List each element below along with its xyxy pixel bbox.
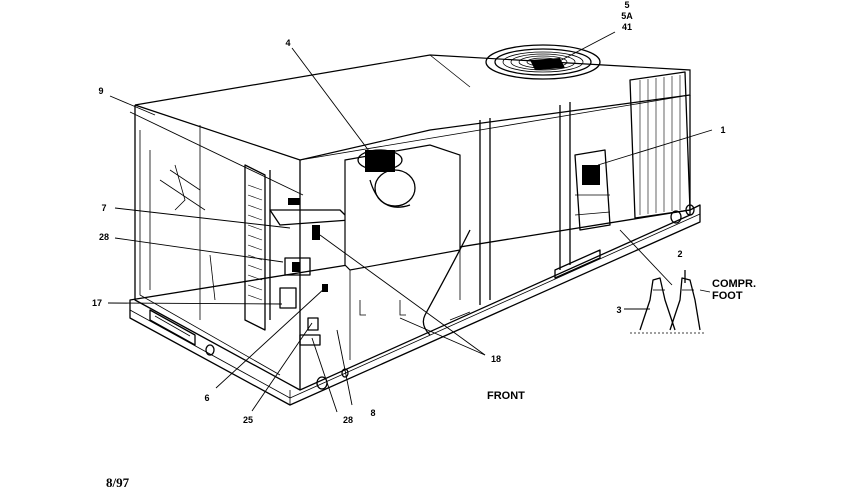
condenser-coil [629,71,695,224]
callout-28-lower: 28 [343,415,353,425]
compr-label-line2: FOOT [712,290,743,302]
compr-label-line1: COMPR. [712,278,756,290]
callout-2: 2 [677,249,682,259]
compressor-foot-detail [630,270,711,334]
callout-18: 18 [491,354,501,364]
callout-3: 3 [616,305,621,315]
callout-4: 4 [285,38,290,48]
callout-8: 8 [370,408,375,418]
leader-lines [107,31,713,413]
front-label: FRONT [487,390,525,402]
callout-5: 5 [624,0,629,10]
control-box-area [244,164,351,346]
callout-25: 25 [243,415,253,425]
callout-6: 6 [204,393,209,403]
callout-1: 1 [720,125,725,135]
callout-17: 17 [92,298,102,308]
left-end-panel [139,125,349,390]
callout-7: 7 [101,203,106,213]
callout-9: 9 [98,86,103,96]
blower-assembly [344,144,471,360]
condenser-fan [485,44,601,80]
date-stamp: 8/97 [106,475,130,490]
callout-28-upper: 28 [99,232,109,242]
callout-41: 41 [622,22,632,32]
front-panels [449,102,601,321]
compressor [574,149,611,231]
callout-5a: 5A [621,11,633,21]
